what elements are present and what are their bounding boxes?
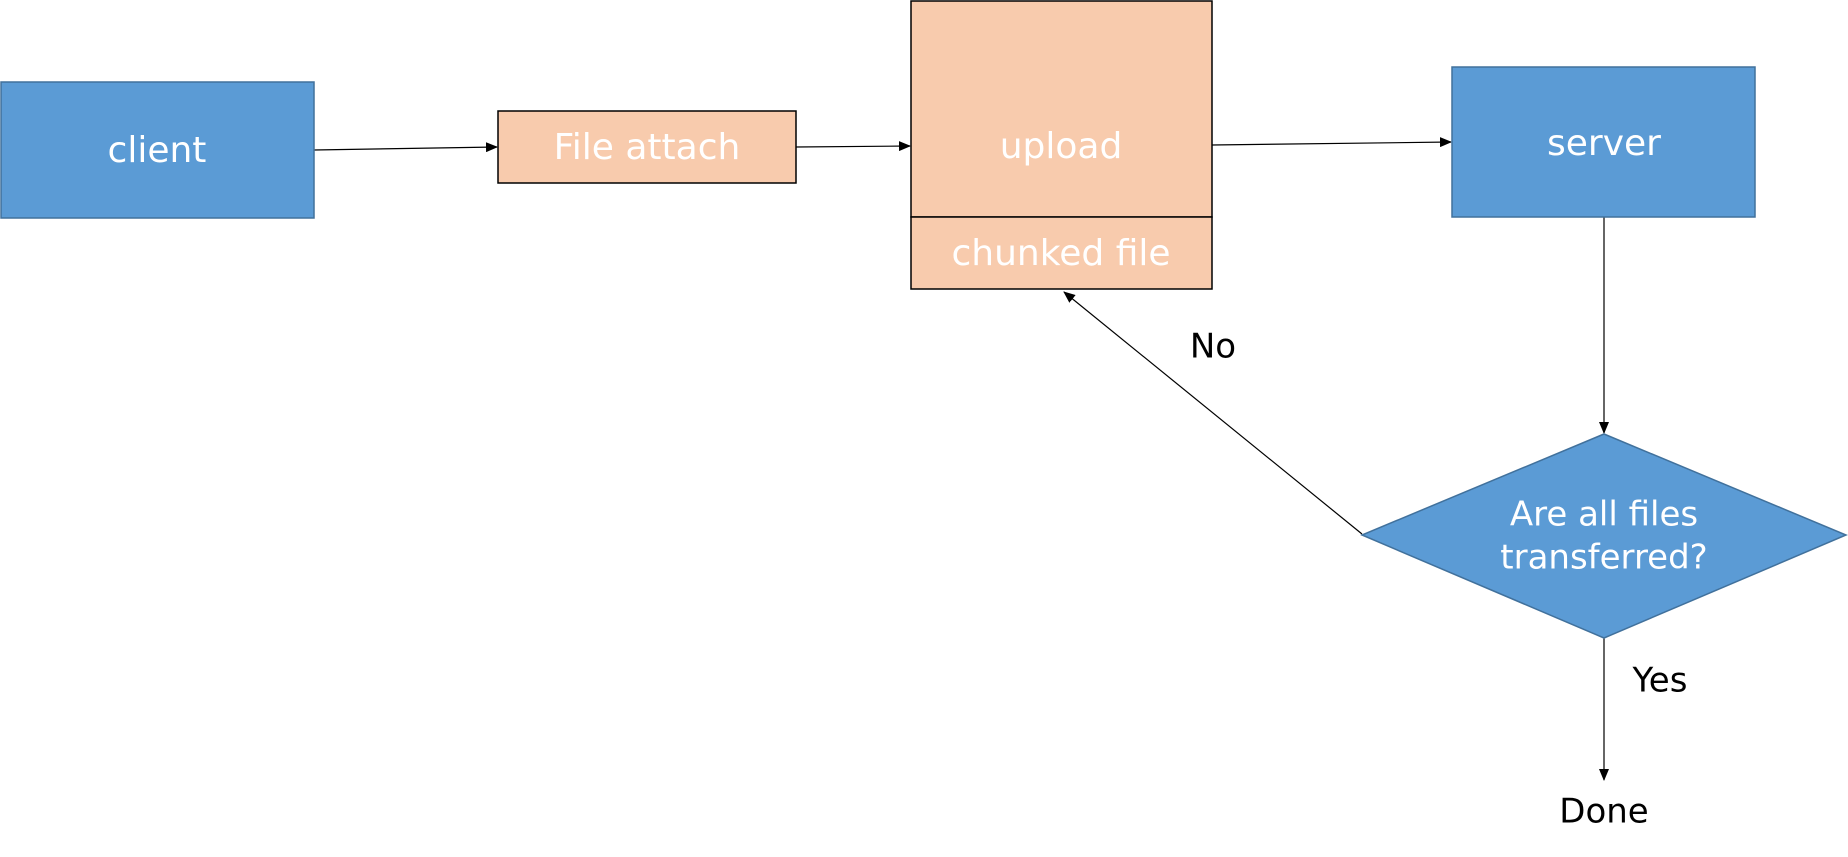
arrow-client-to-file-attach — [313, 142, 498, 153]
client-node: client — [0, 81, 315, 219]
server-node: server — [1451, 66, 1756, 218]
chunked-file-box — [910, 216, 1213, 290]
chunked-file-label: chunked file — [951, 233, 1170, 274]
upload-label: upload — [1000, 126, 1123, 167]
server-label: server — [1547, 123, 1661, 164]
done-label: Done — [1559, 792, 1648, 832]
arrow-decision-no-to-chunked-file — [1063, 291, 1363, 535]
arrow-file-attach-to-upload — [795, 141, 911, 152]
client-box — [0, 81, 315, 219]
arrow-upload-to-server — [1211, 137, 1452, 148]
decision-label-line1: Are all files — [1510, 495, 1698, 535]
upload-box — [910, 0, 1213, 218]
decision-node: Are all files transferred? — [1360, 433, 1848, 639]
decision-diamond — [1360, 433, 1848, 639]
no-edge-label: No — [1190, 327, 1236, 367]
client-label: client — [108, 130, 207, 171]
file-attach-node: File attach — [497, 110, 797, 184]
file-attach-box — [497, 110, 797, 184]
server-box — [1451, 66, 1756, 218]
upload-node: upload chunked file — [910, 0, 1213, 290]
decision-label-line2: transferred? — [1500, 538, 1707, 578]
yes-edge-label: Yes — [1632, 661, 1688, 701]
file-attach-label: File attach — [554, 127, 741, 168]
